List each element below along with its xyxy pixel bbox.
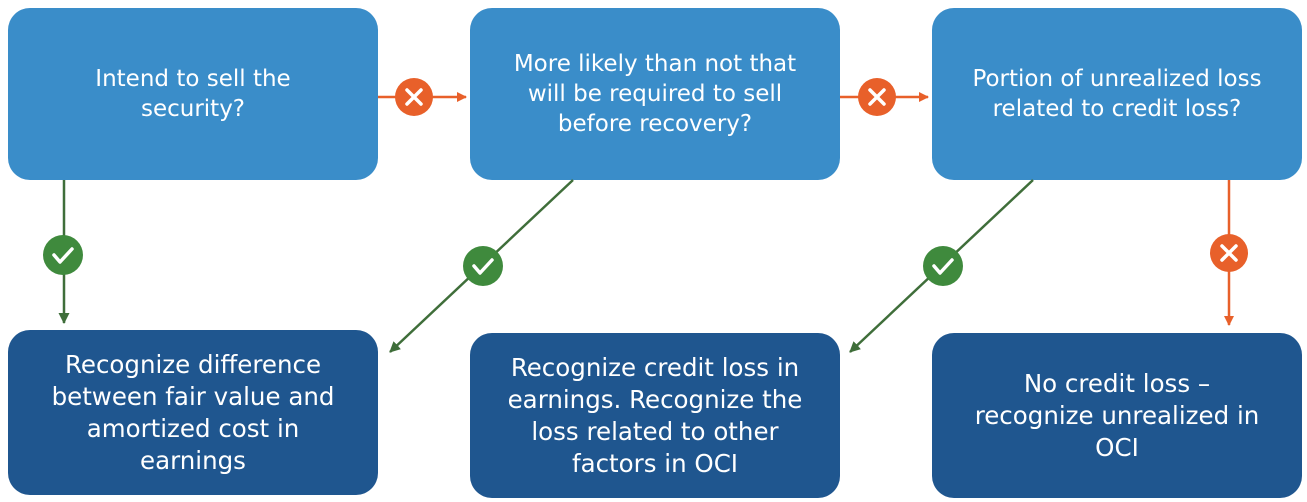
result-box-no-credit-loss: No credit loss – recognize unrealized in…	[932, 333, 1302, 498]
question-box-credit-loss-portion: Portion of unrealized loss related to cr…	[932, 8, 1302, 180]
check-icon	[43, 235, 83, 275]
result-text: Recognize credit loss in earnings. Recog…	[507, 352, 803, 478]
result-box-recognize-difference: Recognize difference between fair value …	[8, 330, 378, 495]
question-text: Intend to sell the security?	[95, 66, 291, 122]
result-box-recognize-credit-loss: Recognize credit loss in earnings. Recog…	[470, 333, 840, 498]
cross-icon	[1210, 234, 1248, 272]
question-text: More likely than not that will be requir…	[513, 51, 797, 137]
cross-icon	[858, 78, 896, 116]
question-text: Portion of unrealized loss related to cr…	[972, 66, 1262, 122]
check-icon	[463, 246, 503, 286]
result-text: No credit loss – recognize unrealized in…	[974, 368, 1260, 462]
result-text: Recognize difference between fair value …	[51, 349, 335, 475]
question-box-required-to-sell: More likely than not that will be requir…	[470, 8, 840, 180]
question-box-intend-to-sell: Intend to sell the security?	[8, 8, 378, 180]
cross-icon	[395, 78, 433, 116]
check-icon	[923, 246, 963, 286]
